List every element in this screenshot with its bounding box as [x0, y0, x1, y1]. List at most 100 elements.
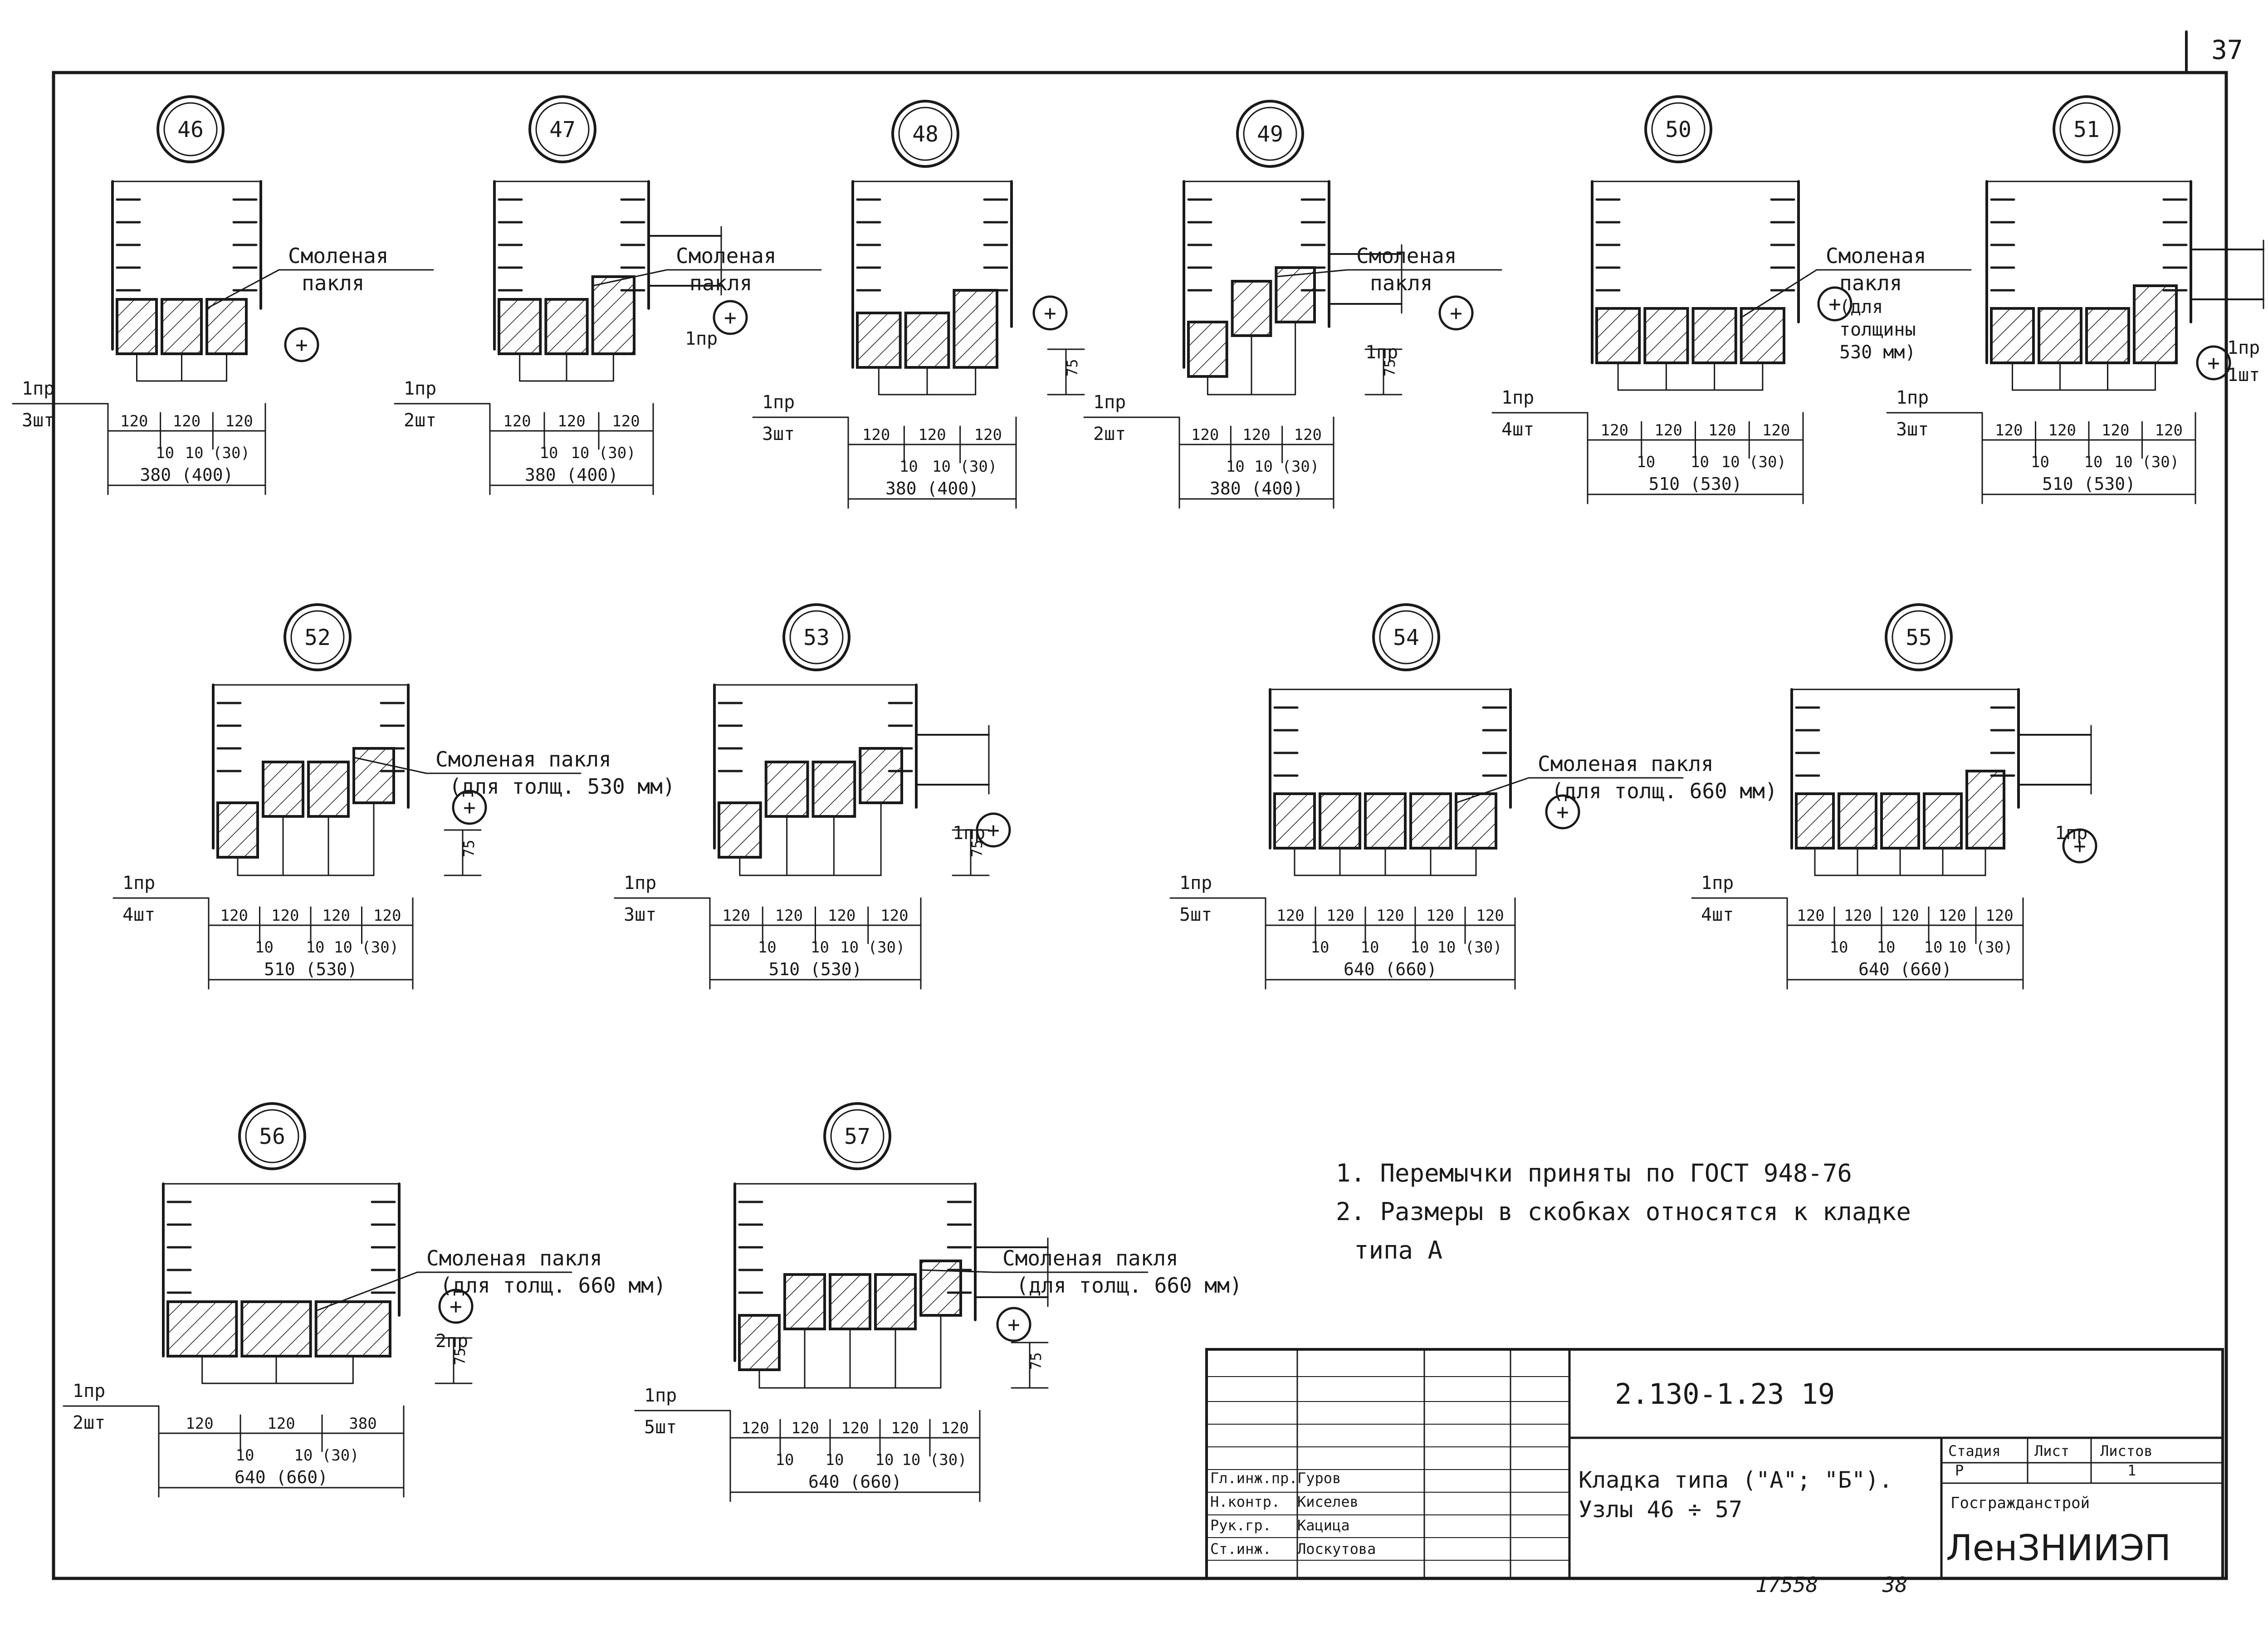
oakum-label: Смоленая	[288, 244, 389, 268]
dim-joint: 10 (30)	[1721, 453, 1786, 471]
outside-marker-plus: +	[2073, 834, 2086, 858]
mark-right: 2пр	[435, 1331, 468, 1352]
oakum-leader	[592, 269, 668, 287]
lintel-block	[1990, 307, 2035, 364]
mark-lintel: 1пр	[1501, 387, 1534, 408]
dim-value: 120	[1426, 907, 1454, 925]
dim-joint: 10	[1226, 458, 1245, 476]
node-number: 47	[549, 117, 576, 142]
dim-joint: 10 (30)	[294, 1446, 359, 1465]
sheets-value: 1	[2127, 1462, 2136, 1479]
node-circle-inner	[898, 107, 953, 161]
outside-marker	[1438, 295, 1474, 331]
node-number: 50	[1665, 117, 1691, 142]
dim-value: 120	[1601, 421, 1628, 440]
oakum-label: Смоленая	[676, 244, 777, 268]
dim-value: 120	[1995, 421, 2023, 440]
dim-value: 120	[741, 1419, 769, 1437]
dim-value: 120	[1654, 421, 1682, 440]
node-circle	[891, 100, 959, 168]
node-circle	[823, 1102, 891, 1170]
lintel-block	[811, 761, 856, 818]
oakum-label-2: пакля	[689, 271, 752, 295]
oakum-label: Смоленая	[1356, 244, 1457, 268]
dim-joint: 10	[255, 938, 274, 957]
lintel-block	[829, 1273, 871, 1330]
gap-value: 75	[1027, 1352, 1045, 1370]
oakum-label-4: толщины	[1839, 319, 1916, 340]
node-circle	[156, 95, 225, 163]
dim-joint: 10 (30)	[1254, 458, 1319, 476]
lintel-block	[904, 312, 950, 369]
node-circle-inner	[535, 102, 590, 156]
oakum-leader	[1275, 269, 1348, 278]
dim-value: 120	[225, 412, 253, 430]
mark-lintel: 1пр	[1093, 392, 1126, 413]
lintel-block	[783, 1273, 826, 1330]
dim-value: 120	[791, 1419, 819, 1437]
title-line-1: Кладка типа ("А"; "Б").	[1579, 1467, 1892, 1493]
oakum-leader	[1455, 777, 1530, 804]
inventory-number: 17558	[1755, 1573, 1818, 1597]
mark-count: 5шт	[644, 1417, 677, 1438]
oakum-leader	[920, 1269, 994, 1273]
node-number: 52	[304, 625, 331, 650]
gap-value: 75	[460, 840, 478, 857]
lintel-block	[116, 298, 158, 355]
dim-value: 120	[1326, 907, 1354, 925]
lintel-block	[1319, 792, 1361, 850]
dim-value: 120	[2048, 421, 2076, 440]
lintel-block	[1838, 792, 1877, 850]
node-circle-inner	[290, 610, 345, 664]
outside-marker-plus: +	[2207, 351, 2220, 375]
outside-marker	[1032, 295, 1068, 331]
node-circle	[1372, 603, 1440, 671]
dim-joint: 10	[1924, 938, 1943, 957]
lintel-block	[591, 275, 635, 355]
node-circle-inner	[163, 102, 218, 156]
dim-value: 120	[267, 1415, 295, 1433]
dim-value: 120	[173, 412, 200, 430]
oakum-label: Смоленая пакля	[1002, 1246, 1178, 1270]
dim-joint: 10	[540, 444, 558, 462]
general-notes: 1. Перемычки приняты по ГОСТ 948-76 2. Р…	[1336, 1159, 1911, 1265]
node-circle-inner	[245, 1109, 299, 1163]
dim-joint: 10	[1361, 938, 1379, 957]
dim-joint: 10	[826, 1451, 844, 1469]
node-circle	[238, 1102, 306, 1170]
node-circle	[1885, 603, 1953, 671]
node-number: 53	[803, 625, 830, 650]
page-number: 37	[2211, 34, 2243, 65]
lintel-block	[953, 289, 998, 369]
dim-joint: 10 (30)	[2114, 453, 2179, 471]
mark-lintel: 1пр	[1179, 873, 1212, 894]
dim-joint: 10 (30)	[185, 444, 250, 462]
name-1: Гуров	[1297, 1470, 1341, 1487]
note-line-3: типа А	[1354, 1236, 1442, 1265]
outside-marker-plus: +	[1828, 292, 1841, 316]
outside-marker-plus: +	[987, 818, 1000, 842]
dim-value: 120	[612, 412, 640, 430]
mark-count: 3шт	[22, 410, 54, 431]
dim-joint: 10 (30)	[1437, 938, 1502, 957]
dim-total: 380 (400)	[885, 479, 979, 498]
node-number: 51	[2073, 117, 2100, 142]
dim-value: 120	[1797, 907, 1824, 925]
title-block-grid	[1205, 1348, 2224, 1580]
node-circle	[1644, 95, 1712, 163]
stage-label: Стадия	[1948, 1442, 2001, 1460]
node-circle-inner	[1651, 102, 1706, 156]
dim-value: 120	[1938, 907, 1966, 925]
outside-marker-plus: +	[295, 332, 308, 357]
mark-count: 3шт	[624, 904, 656, 925]
role-1: Гл.инж.пр.	[1210, 1470, 1298, 1487]
dim-joint: 10 (30)	[334, 938, 399, 957]
dim-total: 640 (660)	[1344, 959, 1437, 979]
dim-total: 380 (400)	[140, 465, 234, 485]
name-3: Кацица	[1297, 1517, 1350, 1534]
